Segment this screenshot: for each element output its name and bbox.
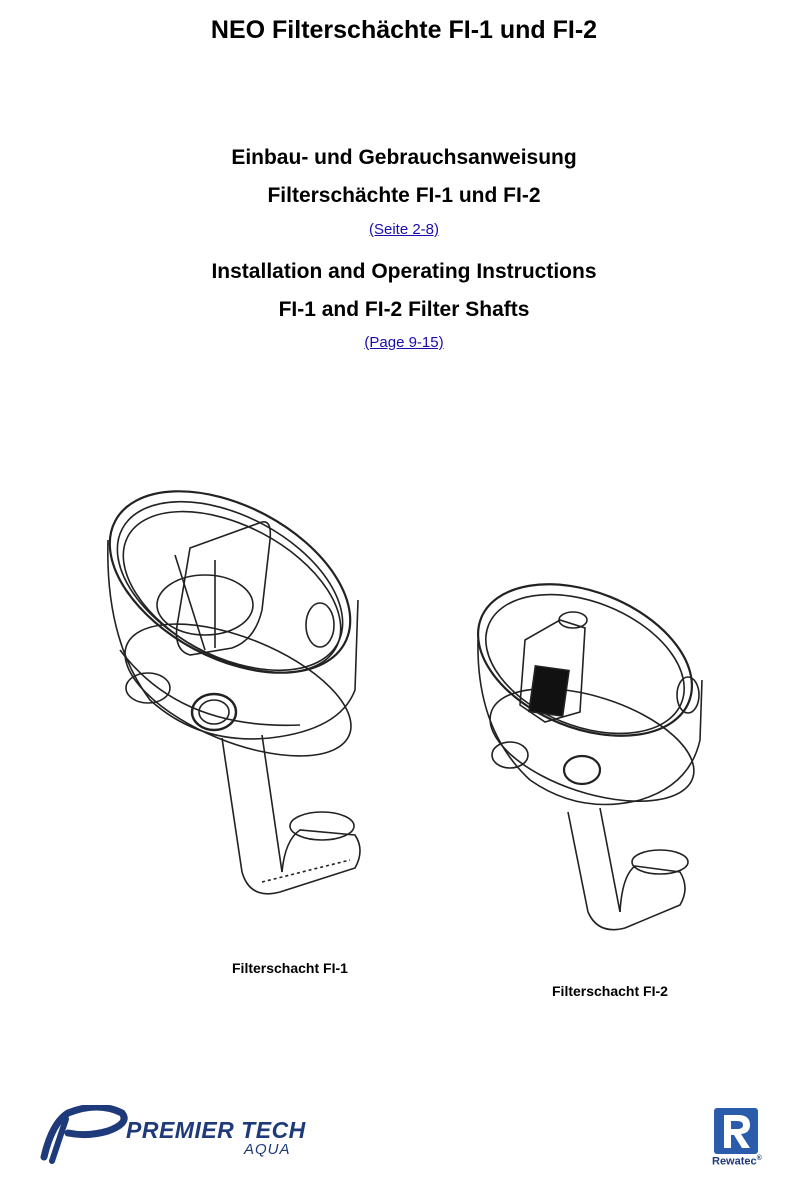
rewatec-wordmark: Rewatec® [712,1155,762,1168]
rewatec-r-icon [714,1108,758,1154]
premier-tech-aqua-logo: PREMIER TECH AQUA [38,1105,338,1165]
english-heading-line2: FI-1 and FI-2 Filter Shafts [278,298,530,321]
english-page-link[interactable]: (Page 9-15) [364,334,444,351]
german-heading-line1: Einbau- und Gebrauchsanweisung [231,146,577,169]
german-page-link[interactable]: (Seite 2-8) [368,221,440,238]
fi2-caption: Filterschacht FI-2 [552,983,668,999]
german-heading-line2: Filterschächte FI-1 und FI-2 [267,184,541,207]
english-heading-line1: Installation and Operating Instructions [211,260,597,283]
aqua-wordmark: AQUA [244,1141,291,1158]
premier-tech-wordmark: PREMIER TECH [126,1117,306,1143]
premier-tech-p-icon [40,1105,128,1164]
document-title: NEO Filterschächte FI-1 und FI-2 [210,16,598,44]
rewatec-logo: Rewatec® [712,1108,772,1168]
fi1-caption: Filterschacht FI-1 [232,960,348,976]
